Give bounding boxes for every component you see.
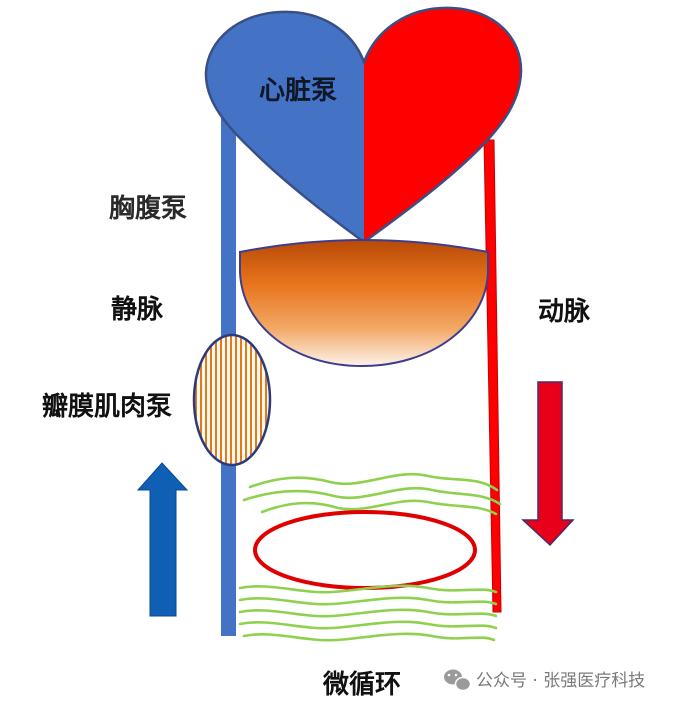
microcirculation-label: 微循环 <box>322 669 401 700</box>
artery-vessel <box>483 139 502 613</box>
wechat-icon <box>444 669 472 692</box>
capillary-ring <box>253 510 477 590</box>
heart-pump-label: 心脏泵 <box>259 75 337 106</box>
valve-muscle-pump-label: 瓣膜肌肉泵 <box>42 392 172 422</box>
up-arrow-icon <box>136 462 189 617</box>
heart-icon <box>204 6 523 244</box>
thoraco-abdominal-pump-label: 胸腹泵 <box>109 193 187 224</box>
down-arrow-icon <box>521 381 575 547</box>
valve-muscle-pump <box>192 333 272 467</box>
microcirculation-lower-lines <box>238 584 498 642</box>
watermark: 公众号 · 张强医疗科技 <box>444 669 645 692</box>
microcirculation-upper-lines <box>242 472 502 516</box>
vein-label: 静脉 <box>111 294 164 325</box>
watermark-text: 公众号 · 张强医疗科技 <box>476 671 645 691</box>
diaphragm-bowl <box>239 239 489 368</box>
artery-label: 动脉 <box>538 297 591 327</box>
